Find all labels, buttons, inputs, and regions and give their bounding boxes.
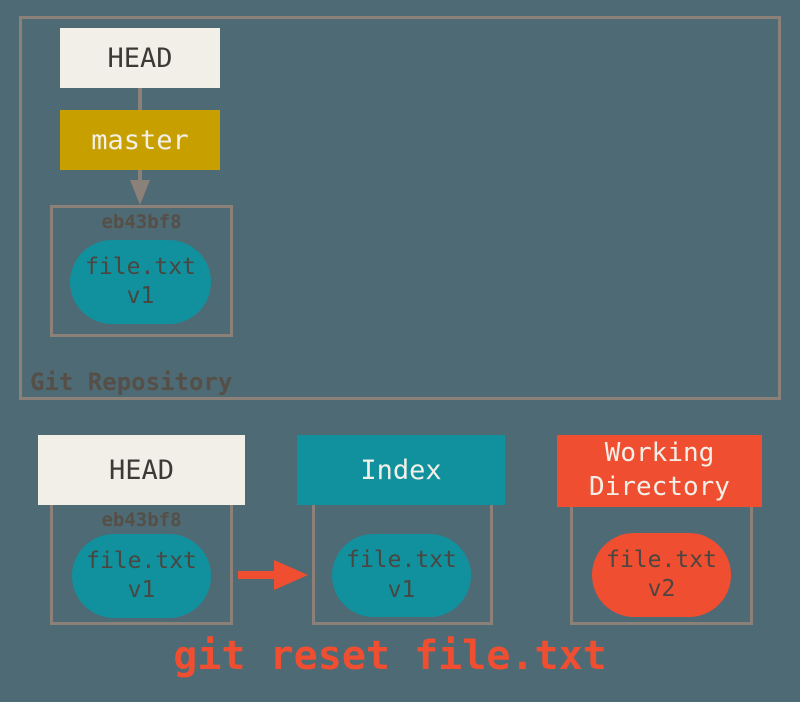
working-directory-file-version: v2 xyxy=(647,576,676,602)
head-column-title: HEAD xyxy=(108,454,175,486)
commit-box xyxy=(50,205,233,337)
master-branch-box: master xyxy=(60,110,220,170)
git-repository-label: Git Repository xyxy=(30,368,233,396)
command-caption: git reset file.txt xyxy=(173,633,607,679)
master-to-commit-arrow-shaft xyxy=(138,170,142,182)
master-branch-label: master xyxy=(91,124,189,156)
index-column-title: Index xyxy=(360,454,442,486)
head-column-hash: eb43bf8 xyxy=(101,509,182,531)
index-column-file-version: v1 xyxy=(387,576,416,603)
head-column-file-name: file.txt xyxy=(86,547,197,574)
index-column-file-name: file.txt xyxy=(346,547,457,574)
reset-arrow-shaft xyxy=(238,571,276,579)
working-directory-column-title: Working Directory xyxy=(589,438,730,502)
head-column-file-blob: file.txt v1 xyxy=(72,534,211,618)
index-column-header: Index xyxy=(297,435,505,505)
head-column-header: HEAD xyxy=(38,435,245,505)
head-ref-box: HEAD xyxy=(60,28,220,88)
reset-arrow-head-icon xyxy=(274,560,308,590)
master-to-commit-arrow-head-icon xyxy=(130,180,150,205)
working-directory-file-blob: file.txt v2 xyxy=(592,533,731,617)
commit-file-version: v1 xyxy=(126,283,155,309)
head-column-file-version: v1 xyxy=(127,577,156,603)
working-directory-file-name: file.txt xyxy=(606,546,717,573)
index-column-file-blob: file.txt v1 xyxy=(332,534,471,617)
commit-file-blob: file.txt v1 xyxy=(70,240,211,324)
commit-hash: eb43bf8 xyxy=(101,211,182,233)
git-repository-box xyxy=(19,16,781,400)
head-to-master-connector xyxy=(138,88,142,110)
commit-file-name: file.txt xyxy=(85,253,196,280)
head-ref-label: HEAD xyxy=(107,42,173,74)
working-directory-column-header: Working Directory xyxy=(557,435,762,507)
